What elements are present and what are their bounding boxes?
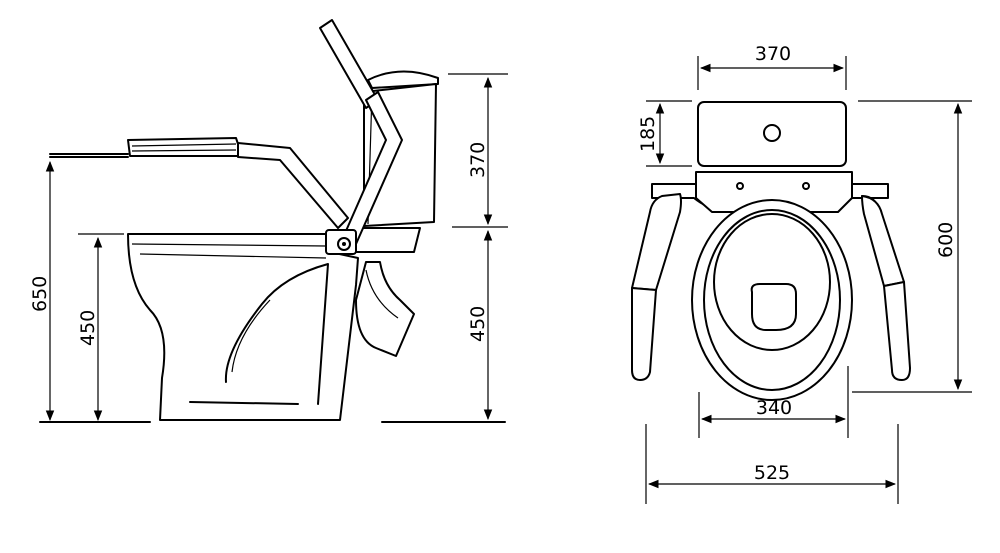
dim-tank-width: 370 [697,43,847,90]
dim-seat-height: 450 [77,233,124,422]
cistern-front [697,101,847,167]
grab-bar-right [861,195,911,381]
toilet-bowl-side [127,233,415,421]
dim-bowl-height: 450 [467,229,493,421]
dim-bowl-width-label: 340 [756,397,792,419]
dim-seat-height-label: 450 [77,310,99,346]
dim-overall-width-label: 525 [754,462,790,484]
dim-bowl-height-label: 450 [467,306,489,342]
dim-tank-depth: 185 [637,100,692,167]
seat-lid [127,137,241,157]
dim-total-height: 650 [29,160,55,422]
seat-hinge-plate [651,171,889,213]
dim-tank-width-label: 370 [755,43,791,65]
dim-tank-depth-label: 185 [637,116,659,152]
toilet-bowl-front [691,199,853,401]
grab-bar-left [631,193,682,381]
grab-bar-side [49,19,403,255]
dim-overall-height-label: 600 [935,222,957,258]
dim-bowl-width: 340 [698,366,849,438]
dim-overall-width: 525 [645,424,899,504]
dim-total-height-label: 650 [29,276,51,312]
front-view: 370 185 600 340 525 [631,43,972,504]
dim-tank-height: 370 [448,73,508,228]
side-view: 650 450 370 450 [29,19,508,423]
dim-tank-height-label: 370 [467,142,489,178]
dim-overall-height: 600 [852,100,972,393]
